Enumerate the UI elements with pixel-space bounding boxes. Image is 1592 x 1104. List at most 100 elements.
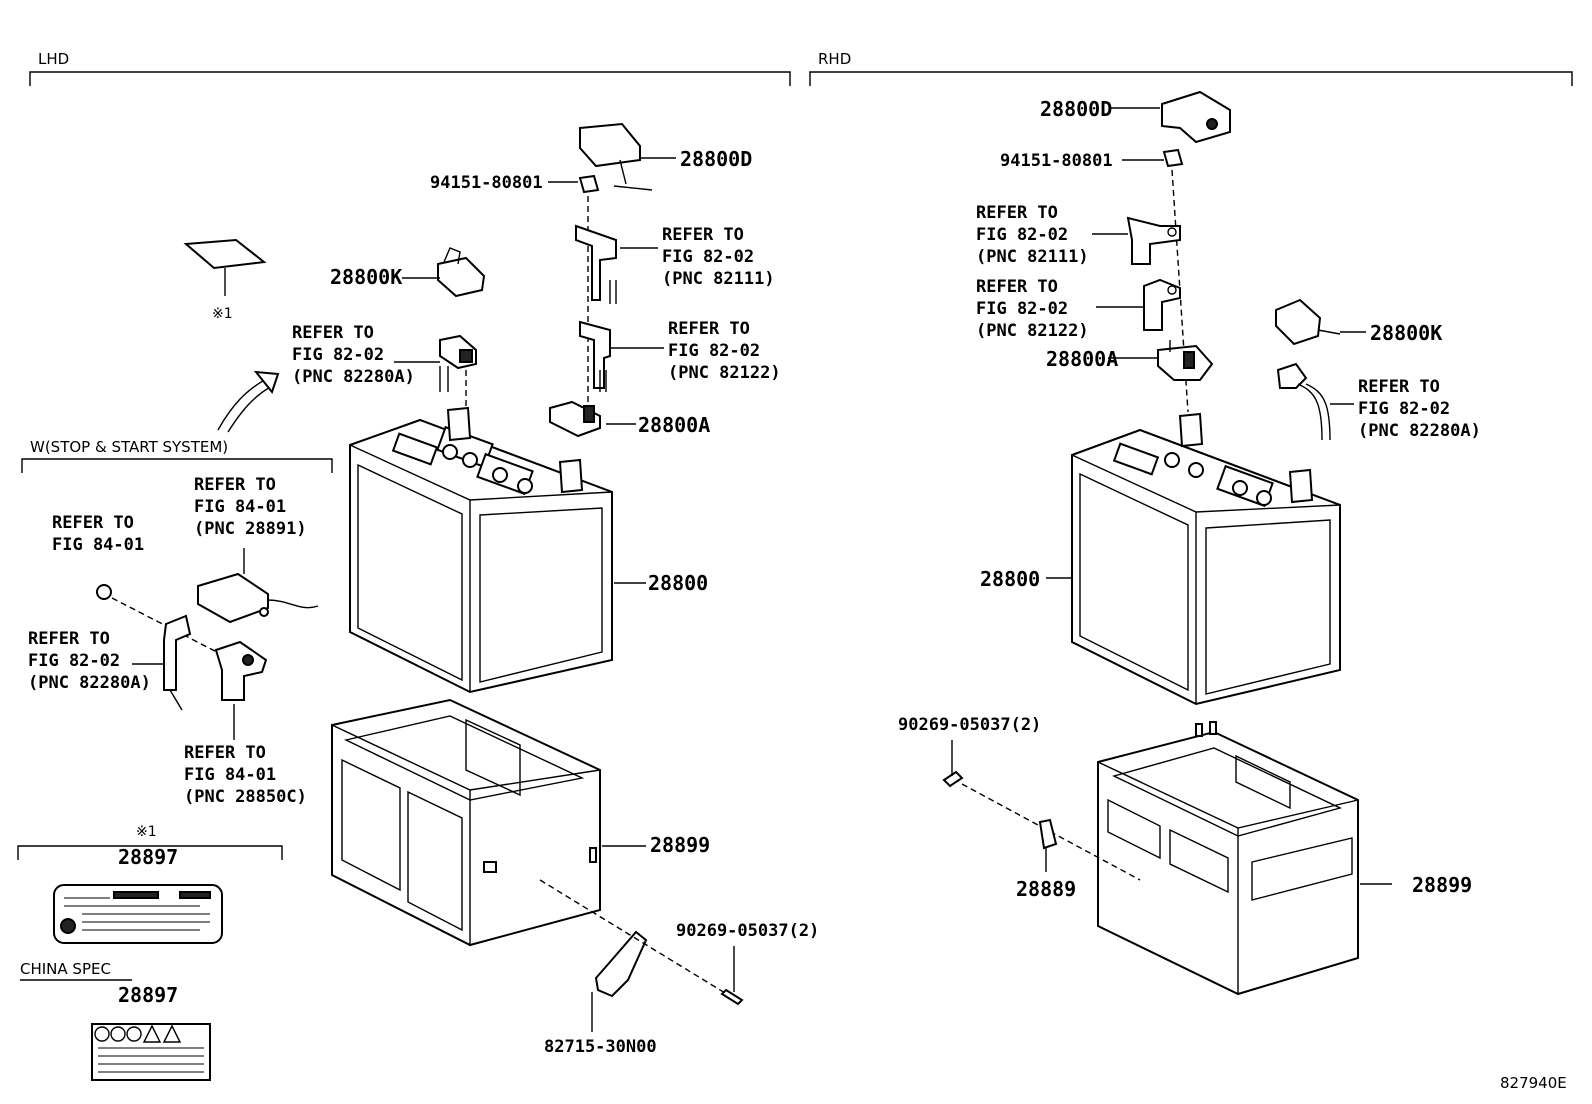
lhd-label: LHD	[38, 50, 69, 68]
note-mark-label: ※1	[136, 824, 157, 840]
clamp-82122-rhd	[1143, 278, 1181, 331]
cable-82280A-ss	[163, 614, 192, 711]
ref-84-01-ss: REFER TO FIG 84-01	[52, 513, 144, 555]
clamp-82122-lhd	[579, 320, 611, 392]
battery-tray-lhd	[331, 698, 601, 947]
cover-28800K-rhd	[1275, 298, 1341, 346]
ref-line: REFER TO	[1358, 377, 1440, 397]
china-spec-label: CHINA SPEC	[20, 960, 111, 978]
callout-94151-rhd: 94151-80801	[1000, 151, 1113, 171]
terminal-28850C	[214, 640, 268, 701]
bracket-82715	[594, 930, 648, 998]
cover-28800K-lhd	[437, 247, 486, 298]
battery-tray-rhd	[1097, 721, 1359, 996]
bolt-90269-rhd	[942, 752, 964, 788]
lhd-bracket: LHD	[29, 50, 791, 86]
callout-28899-lhd: 28899	[650, 833, 710, 857]
callout-82715: 82715-30N00	[544, 1037, 657, 1057]
callout-28800-lhd: 28800	[648, 571, 708, 595]
ref-line: REFER TO	[52, 513, 134, 533]
ref-line: REFER TO	[184, 743, 266, 763]
callout-28800D-rhd: 28800D	[1040, 97, 1112, 121]
clamp-82111-rhd	[1126, 216, 1181, 265]
ref-line: (PNC 82122)	[668, 363, 781, 383]
ref-line: FIG 82-02	[1358, 399, 1450, 419]
ref-line: REFER TO	[976, 203, 1058, 223]
ref-line: FIG 82-02	[976, 299, 1068, 319]
terminal-82280A-rhd	[1276, 362, 1331, 441]
ref-82280A-ss: REFER TO FIG 82-02 (PNC 82280A)	[28, 629, 151, 693]
ref-28850C-ss: REFER TO FIG 84-01 (PNC 28850C)	[184, 743, 307, 807]
ref-line: (PNC 82280A)	[1358, 421, 1481, 441]
arrow-icon	[217, 370, 280, 433]
nut-lhd	[578, 174, 600, 194]
label-sheet-icon: ※1	[183, 238, 267, 322]
ref-line: (PNC 28891)	[194, 519, 307, 539]
stop-start-bracket: W(STOP & START SYSTEM)	[21, 438, 333, 473]
ref-line: (PNC 28850C)	[184, 787, 307, 807]
terminal-cover-lhd	[579, 122, 653, 191]
callout-28800K-rhd: 28800K	[1370, 321, 1442, 345]
label-28897-china: CHINA SPEC	[20, 960, 211, 1081]
label-28897	[53, 884, 223, 944]
figure-id: 827940E	[1500, 1074, 1567, 1092]
ref-line: REFER TO	[28, 629, 110, 649]
rhd-bracket: RHD	[809, 50, 1573, 86]
callout-28899-rhd: 28899	[1412, 873, 1472, 897]
nut-rhd	[1162, 148, 1184, 168]
terminal-28800A-rhd	[1157, 340, 1214, 381]
callout-28889: 28889	[1016, 877, 1076, 901]
ref-line: REFER TO	[194, 475, 276, 495]
note-bracket: ※1	[17, 824, 283, 860]
callout-28897: 28897	[118, 845, 178, 869]
ref-line: (PNC 82122)	[976, 321, 1089, 341]
stop-start-label: W(STOP & START SYSTEM)	[30, 438, 228, 456]
callout-28800D-lhd: 28800D	[680, 147, 752, 171]
ref-82122-rhd: REFER TO FIG 82-02 (PNC 82122)	[976, 277, 1089, 341]
callout-28800A-lhd: 28800A	[638, 413, 710, 437]
ref-line: (PNC 82111)	[976, 247, 1089, 267]
ref-82122-lhd: REFER TO FIG 82-02 (PNC 82122)	[668, 319, 781, 383]
callout-90269-rhd: 90269-05037(2)	[898, 715, 1041, 735]
ref-82280A-lhd: REFER TO FIG 82-02 (PNC 82280A)	[292, 323, 415, 387]
ref-line: FIG 82-02	[28, 651, 120, 671]
bracket-28889	[1038, 818, 1058, 868]
ref-line: FIG 82-02	[292, 345, 384, 365]
battery-rhd	[1071, 412, 1341, 706]
callout-94151-lhd: 94151-80801	[430, 173, 543, 193]
bolt-90269-lhd	[720, 946, 744, 1006]
label-sheet-mark: ※1	[212, 306, 233, 322]
callout-90269-lhd: 90269-05037(2)	[676, 921, 819, 941]
callout-28800K-lhd: 28800K	[330, 265, 402, 289]
ref-line: (PNC 82111)	[662, 269, 775, 289]
callout-28800-rhd: 28800	[980, 567, 1040, 591]
terminal-28800A-lhd	[549, 400, 601, 438]
ref-line: FIG 84-01	[52, 535, 144, 555]
ref-line: (PNC 82280A)	[292, 367, 415, 387]
ref-line: FIG 82-02	[662, 247, 754, 267]
clamp-82111-lhd	[575, 224, 617, 304]
nut-84-01	[96, 584, 112, 600]
rhd-label: RHD	[818, 50, 851, 68]
sensor-28891	[197, 548, 319, 624]
ref-line: REFER TO	[292, 323, 374, 343]
ref-line: (PNC 82280A)	[28, 673, 151, 693]
leader-lines	[132, 107, 1392, 1032]
ref-82111-lhd: REFER TO FIG 82-02 (PNC 82111)	[662, 225, 775, 289]
callout-28800A-rhd: 28800A	[1046, 347, 1118, 371]
ref-line: FIG 82-02	[976, 225, 1068, 245]
callout-28897-china: 28897	[118, 983, 178, 1007]
ref-28891-ss: REFER TO FIG 84-01 (PNC 28891)	[194, 475, 307, 539]
ref-82280A-rhd: REFER TO FIG 82-02 (PNC 82280A)	[1358, 377, 1481, 441]
ref-line: REFER TO	[662, 225, 744, 245]
ref-line: REFER TO	[976, 277, 1058, 297]
ref-line: FIG 84-01	[184, 765, 276, 785]
terminal-cover-28800D-rhd	[1161, 90, 1231, 144]
ref-line: FIG 84-01	[194, 497, 286, 517]
ref-82111-rhd: REFER TO FIG 82-02 (PNC 82111)	[976, 203, 1089, 267]
battery-lhd	[349, 406, 613, 694]
terminal-82280A-lhd	[439, 334, 477, 392]
ref-line: REFER TO	[668, 319, 750, 339]
